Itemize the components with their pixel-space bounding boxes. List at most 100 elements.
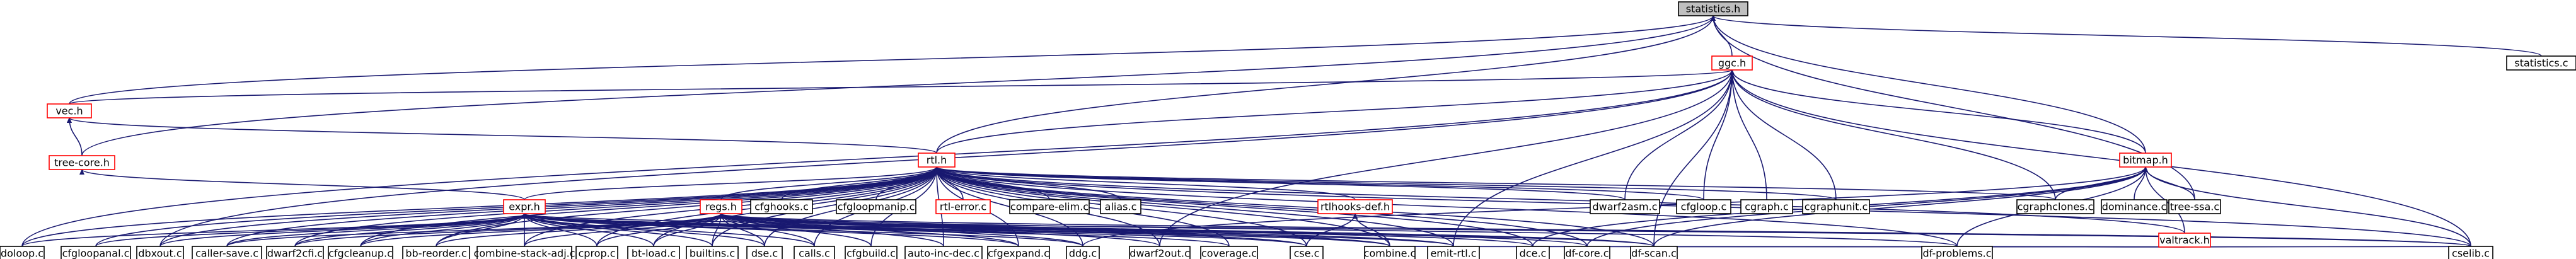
dependency-edge-dce_c-to-rtl_h — [934, 166, 1533, 247]
file-node-label: auto-inc-dec.c — [908, 248, 979, 259]
file-node-valtrack-h[interactable]: valtrack.h — [2158, 233, 2211, 248]
file-node-caller-save-c[interactable]: caller-save.c — [192, 246, 262, 259]
file-node-rtl-error-c[interactable]: rtl-error.c — [935, 199, 991, 214]
file-node-dwarf2out-c[interactable]: dwarf2out.c — [1129, 246, 1191, 259]
dependency-edge-cselib_c-to-bitmap_h — [2143, 166, 2471, 247]
file-node-cfgloopanal-c[interactable]: cfgloopanal.c — [61, 246, 131, 259]
file-node-df-problems-c[interactable]: df-problems.c — [1921, 246, 1993, 259]
file-node-box — [136, 246, 184, 259]
file-node-box — [575, 246, 618, 259]
dependency-edge-cgraphunit_c-to-ggc_h — [1730, 69, 1837, 200]
file-node-box — [1100, 199, 1141, 214]
file-node-combine-stack-adj-c[interactable]: combine-stack-adj.c — [473, 246, 575, 259]
file-node-coverage-c[interactable]: coverage.c — [1200, 246, 1258, 259]
file-node-bb-reorder-c[interactable]: bb-reorder.c — [402, 246, 470, 259]
file-node-doloop-c[interactable]: doloop.c — [0, 246, 45, 259]
dependency-edge-dwarf2cfi_c-to-rtl_h — [294, 166, 939, 247]
file-node-label: statistics.c — [2514, 57, 2568, 69]
file-node-label: cfgexpand.c — [988, 248, 1049, 259]
file-node-rtl-h[interactable]: rtl.h — [918, 153, 956, 168]
file-node-statistics-c[interactable]: statistics.c — [2506, 55, 2576, 71]
file-node-calls-c[interactable]: calls.c — [794, 246, 835, 259]
dependency-edge-ggc_h-to-statistics_h — [1711, 15, 1733, 57]
dependency-edge-cprop_c-to-regs_h — [596, 213, 724, 247]
file-node-bitmap-h[interactable]: bitmap.h — [2119, 153, 2172, 168]
file-node-box — [1516, 246, 1550, 259]
dependency-edge-df_scan_c-to-ggc_h — [1653, 69, 1735, 247]
file-node-builtins-c[interactable]: builtins.c — [686, 246, 739, 259]
file-node-label: cselib.c — [2452, 248, 2490, 259]
dependency-edge-dbxout_c-to-expr_h — [159, 213, 527, 247]
dependency-edge-bb_reorder_c-to-regs_h — [436, 213, 724, 247]
file-node-label: cfghooks.c — [754, 201, 809, 213]
file-node-label: tree-core.h — [54, 157, 110, 169]
file-node-auto-inc-dec-c[interactable]: auto-inc-dec.c — [904, 246, 983, 259]
file-node-cselib-c[interactable]: cselib.c — [2448, 246, 2493, 259]
dependency-edge-cfgcleanup_c-to-expr_h — [360, 213, 527, 247]
file-node-box — [1427, 246, 1480, 259]
file-node-cfgloop-c[interactable]: cfgloop.c — [1676, 199, 1731, 214]
file-node-dce-c[interactable]: dce.c — [1516, 246, 1550, 259]
file-node-box — [328, 246, 393, 259]
file-node-box — [1711, 55, 1753, 71]
file-node-regs-h[interactable]: regs.h — [700, 199, 742, 214]
file-node-cfgloopmanip-c[interactable]: cfgloopmanip.c — [836, 199, 916, 214]
file-node-cfgcleanup-c[interactable]: cfgcleanup.c — [328, 246, 393, 259]
file-node-label: cgraphclones.c — [2018, 201, 2094, 213]
file-node-dwarf2asm-c[interactable]: dwarf2asm.c — [1590, 199, 1660, 214]
file-node-ggc-h[interactable]: ggc.h — [1711, 55, 1753, 71]
file-node-box — [1590, 199, 1660, 214]
file-node-label: cfgbuild.c — [846, 248, 896, 259]
file-node-expr-h[interactable]: expr.h — [503, 199, 546, 214]
file-node-box — [47, 103, 92, 118]
file-node-tree-core-h[interactable]: tree-core.h — [49, 155, 115, 170]
dependency-edge-doloop_c-to-rtl_h — [21, 166, 939, 247]
file-node-df-scan-c[interactable]: df-scan.c — [1630, 246, 1678, 259]
file-node-dse-c[interactable]: dse.c — [746, 246, 783, 259]
file-node-cfgexpand-c[interactable]: cfgexpand.c — [987, 246, 1050, 259]
file-node-box — [1364, 246, 1416, 259]
file-node-dbxout-c[interactable]: dbxout.c — [136, 246, 184, 259]
file-node-label: compare-elim.c — [1010, 201, 1089, 213]
file-node-box — [49, 155, 115, 170]
dependency-edge-combine_c-to-expr_h — [522, 213, 1390, 247]
file-node-label: bb-reorder.c — [405, 248, 466, 259]
file-node-label: cgraphunit.c — [1805, 201, 1868, 213]
file-node-combine-c[interactable]: combine.c — [1364, 246, 1416, 259]
file-node-label: alias.c — [1105, 201, 1137, 213]
file-node-label: dce.c — [1520, 248, 1547, 259]
file-node-rtlhooks-def-h[interactable]: rtlhooks-def.h — [1317, 199, 1393, 214]
dependency-edge-tree_core_h-to-statistics_h — [81, 15, 1716, 156]
file-node-vec-h[interactable]: vec.h — [47, 103, 92, 118]
file-node-ddg-c[interactable]: ddg.c — [1066, 246, 1100, 259]
dependency-edge-builtins_c-to-rtl_h — [712, 166, 939, 247]
file-node-cgraphclones-c[interactable]: cgraphclones.c — [2016, 199, 2094, 214]
dependency-edge-expr_h-to-tree_core_h — [79, 169, 525, 200]
file-node-cgraphunit-c[interactable]: cgraphunit.c — [1802, 199, 1870, 214]
file-node-cprop-c[interactable]: cprop.c — [575, 246, 618, 259]
file-node-emit-rtl-c[interactable]: emit-rtl.c — [1427, 246, 1480, 259]
file-node-cfghooks-c[interactable]: cfghooks.c — [750, 199, 813, 214]
file-node-label: dbxout.c — [138, 248, 182, 259]
dependency-edge-df_core_c-to-rtl_h — [934, 166, 1588, 247]
dependency-edge-bt_load_c-to-regs_h — [653, 213, 724, 247]
file-node-dominance-c[interactable]: dominance.c — [2101, 199, 2168, 214]
file-node-bt-load-c[interactable]: bt-load.c — [627, 246, 680, 259]
file-node-compare-elim-c[interactable]: compare-elim.c — [1009, 199, 1090, 214]
file-node-tree-ssa-c[interactable]: tree-ssa.c — [2168, 199, 2221, 214]
file-node-dwarf2cfi-c[interactable]: dwarf2cfi.c — [266, 246, 324, 259]
file-node-cse-c[interactable]: cse.c — [1290, 246, 1324, 259]
dependency-edge-dwarf2out_c-to-regs_h — [719, 213, 1160, 247]
file-node-box — [750, 199, 813, 214]
file-node-df-core-c[interactable]: df-core.c — [1564, 246, 1610, 259]
file-node-label: dwarf2asm.c — [1592, 201, 1657, 213]
file-node-cgraph-c[interactable]: cgraph.c — [1740, 199, 1793, 214]
file-node-alias-c[interactable]: alias.c — [1100, 199, 1141, 214]
dependency-edge-cgraphunit_c-to-rtl_h — [934, 166, 1837, 200]
file-node-box — [2101, 199, 2168, 214]
file-node-label: cfgcleanup.c — [328, 248, 393, 259]
file-node-box — [1009, 199, 1090, 214]
file-node-label: dominance.c — [2102, 201, 2167, 213]
file-node-cfgbuild-c[interactable]: cfgbuild.c — [845, 246, 898, 259]
file-node-box — [1290, 246, 1324, 259]
